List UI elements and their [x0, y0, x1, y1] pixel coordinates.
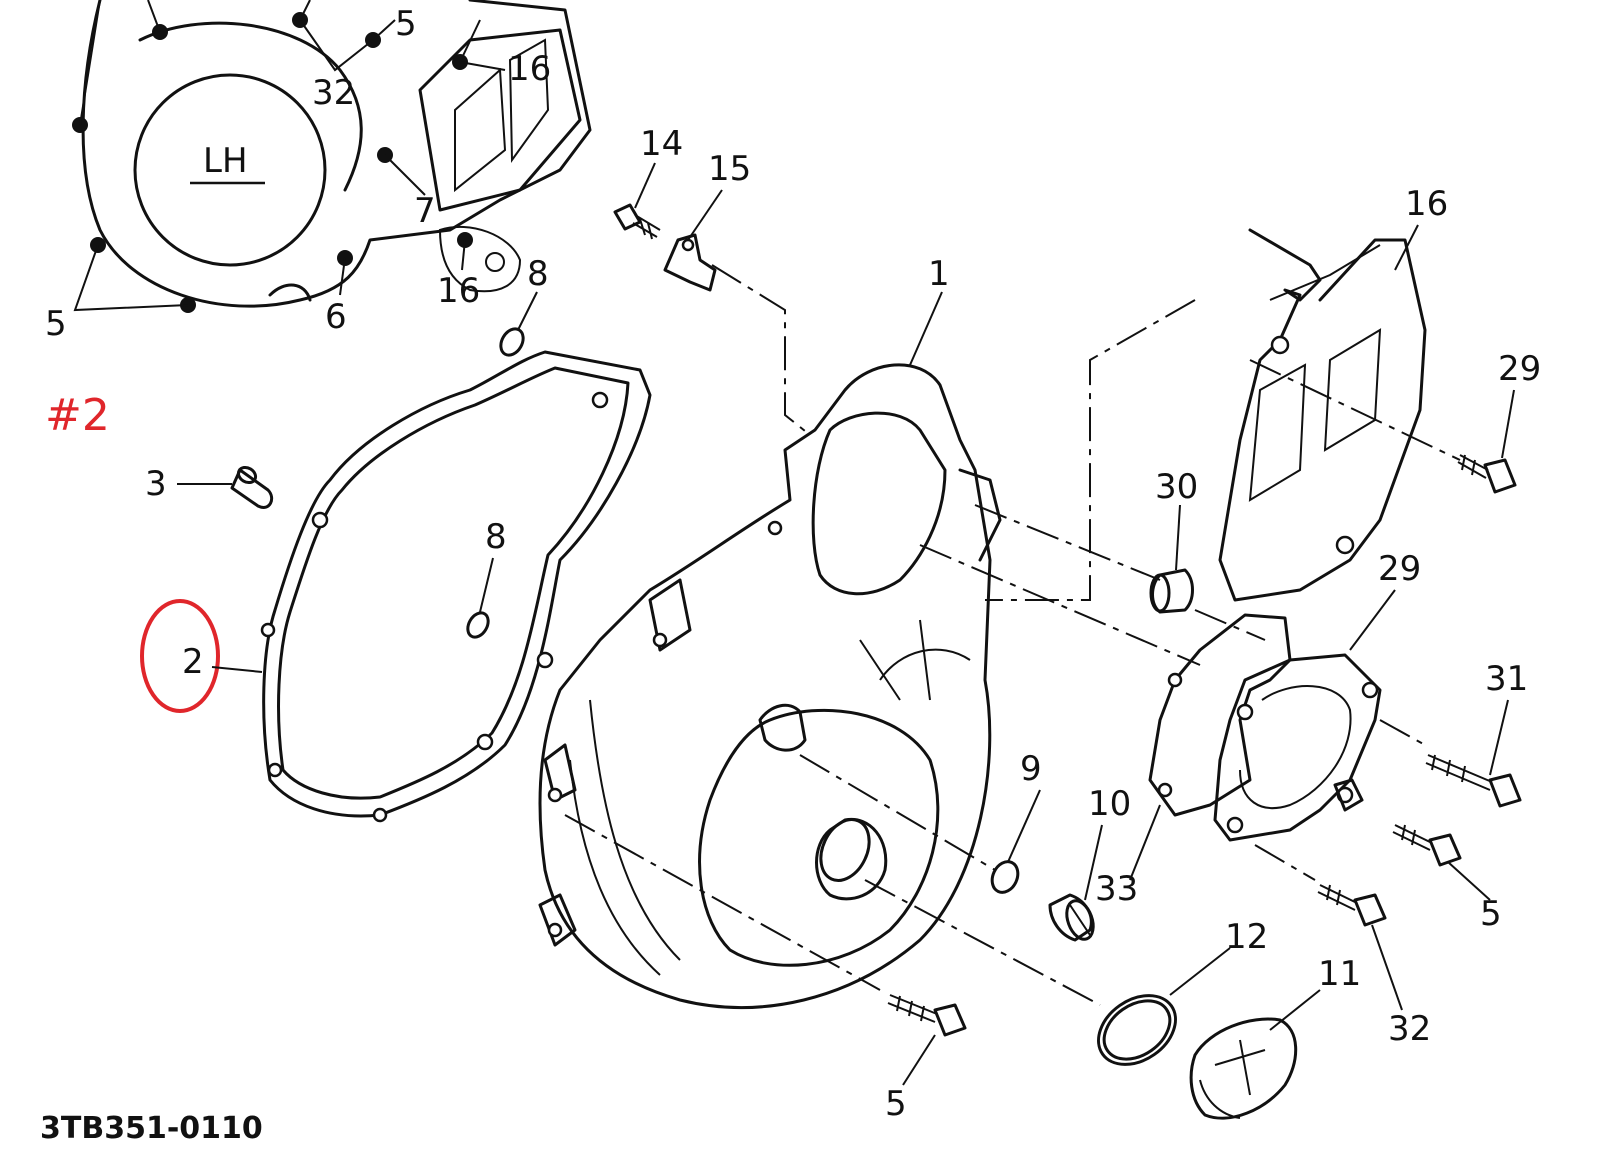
callout-32-inset: 32: [312, 73, 355, 113]
o-ring-10: [990, 860, 1020, 894]
callout-13: 14: [640, 124, 683, 164]
o-ring-12: [1097, 994, 1177, 1066]
highlight-label: #2: [45, 390, 110, 441]
bolt-5-bottom: [887, 994, 967, 1037]
collar-30: [1149, 568, 1194, 614]
callout-32-right: 32: [1388, 1009, 1431, 1049]
plug-9: [1048, 893, 1095, 942]
callout-14: 15: [708, 149, 751, 189]
callout-16-inset-top: 16: [508, 49, 551, 89]
callout-1: 1: [928, 254, 950, 294]
bolt-13: [613, 203, 661, 240]
callout-6: 6: [325, 297, 347, 337]
gasket-33: [1148, 613, 1292, 817]
lh-cover-circle: [133, 73, 327, 267]
callout-16-right: 29: [1498, 349, 1541, 389]
bolt-31: [1425, 754, 1522, 808]
callout-10: 9: [1020, 749, 1042, 789]
callout-30: 30: [1155, 467, 1198, 507]
callout-12: 12: [1225, 917, 1268, 957]
bolt-5-right: [1392, 824, 1462, 867]
callout-15: 16: [1405, 184, 1448, 224]
highlight-circle: [140, 599, 220, 713]
lh-label: LH: [203, 141, 248, 181]
callout-8-top: 8: [527, 254, 549, 294]
pump-cover-29: [1213, 653, 1382, 842]
sprocket-cover-15: [1218, 228, 1427, 602]
callout-5-bottom: 5: [885, 1084, 907, 1124]
callout-8-inner: 8: [485, 517, 507, 557]
cap-11: [1189, 1017, 1298, 1120]
bolt-16: [1457, 454, 1517, 494]
part-number: 3TB351-0110: [40, 1111, 263, 1146]
lh-cover-inset: LH: [72, 0, 592, 313]
dowel-pin-3: [230, 465, 274, 509]
callout-5-inset-left: 5: [45, 304, 67, 344]
callout-5-inset-top: 5: [395, 4, 417, 44]
bolt-32: [1317, 884, 1387, 927]
callout-7: 7: [414, 191, 436, 231]
clamp-14: [663, 233, 717, 292]
callout-3: 3: [145, 464, 167, 504]
callout-2: 2: [182, 642, 204, 682]
gasket-2: [260, 350, 652, 823]
o-ring-8-top: [499, 327, 525, 357]
callout-29-final: 29: [1378, 549, 1421, 589]
callout-31: 31: [1485, 659, 1528, 699]
o-ring-8-inner: [466, 611, 490, 639]
callout-9: 10: [1088, 784, 1131, 824]
generator-cover-1: [538, 363, 1002, 1009]
callout-5-right: 5: [1480, 894, 1502, 934]
callout-11: 11: [1318, 954, 1361, 994]
callout-16-inset-bottom: 16: [437, 271, 480, 311]
